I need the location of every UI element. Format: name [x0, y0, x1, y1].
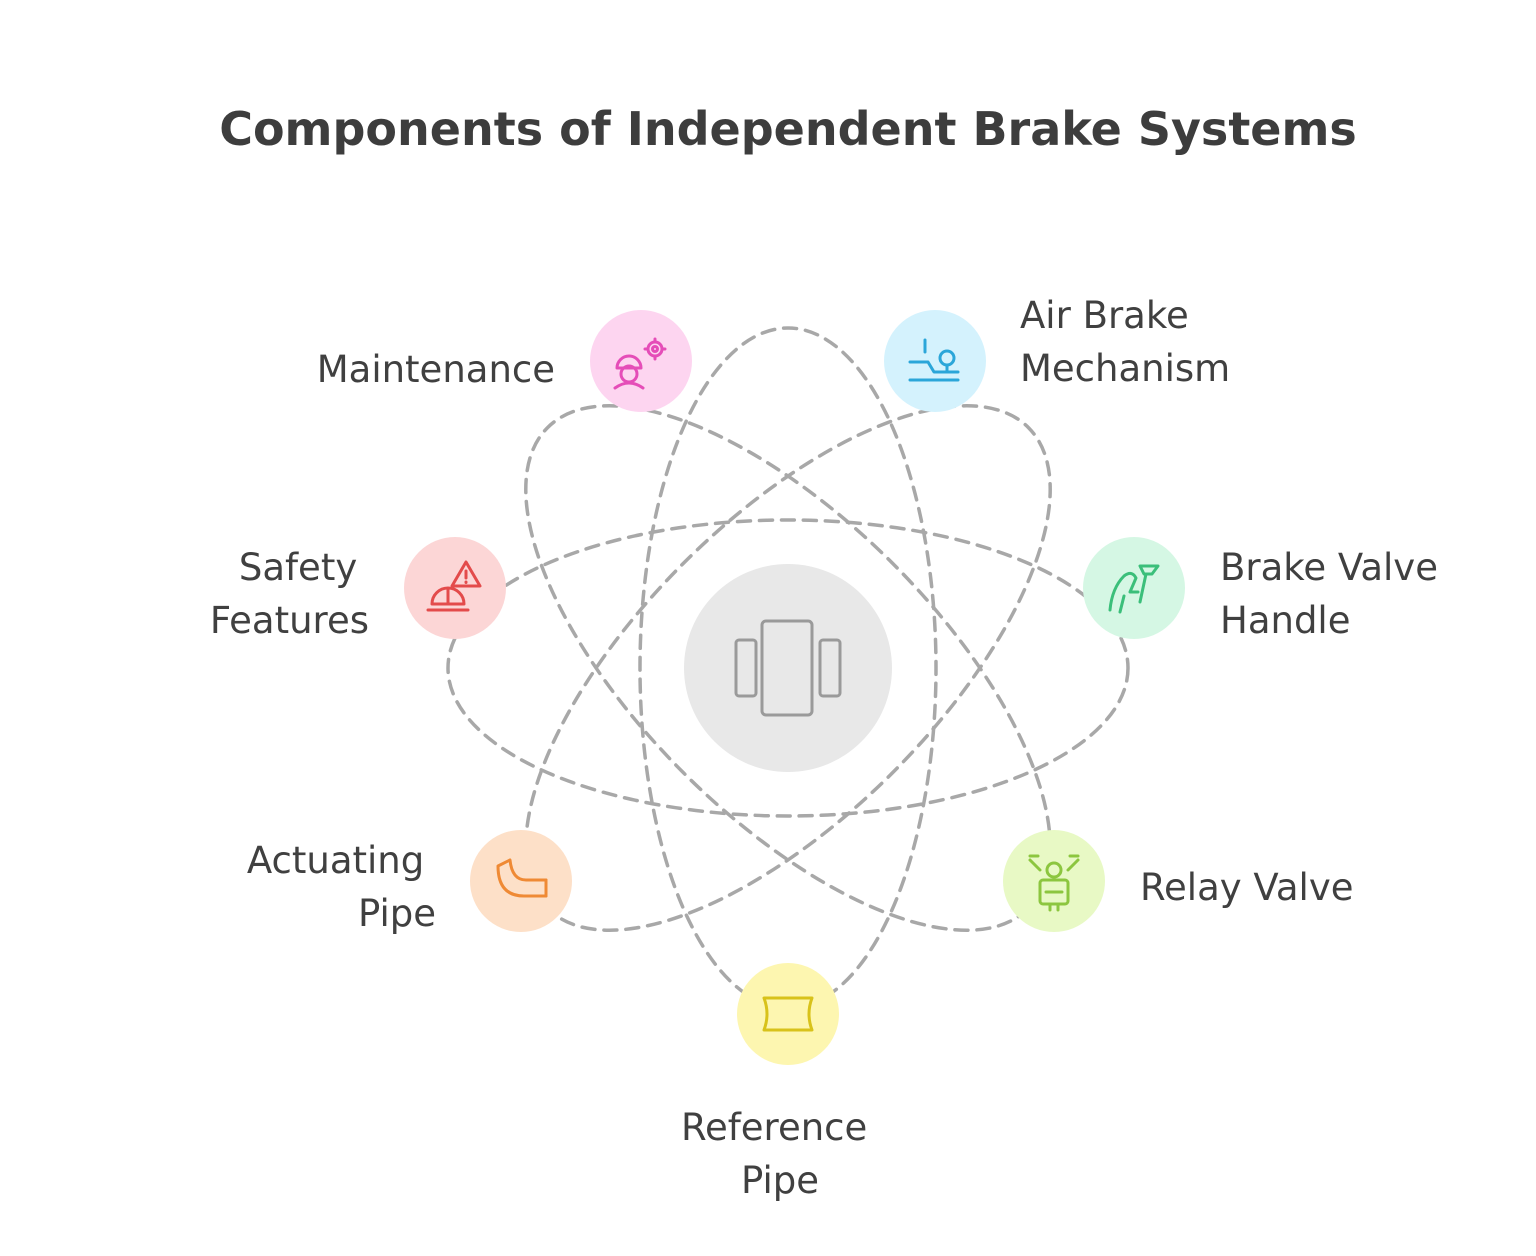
component-relay-valve: Relay Valve — [1003, 830, 1353, 932]
component-reference-pipe: Reference Pipe — [681, 963, 879, 1202]
label-line: Features — [210, 599, 369, 642]
pipe-section-icon — [762, 996, 814, 1032]
hand-handle-icon — [1108, 564, 1160, 614]
component-air-brake-mechanism: Air Brake Mechanism — [884, 294, 1230, 412]
component-brake-valve-handle: Brake Valve Handle — [1083, 537, 1450, 642]
label-line: Maintenance — [317, 348, 555, 391]
svg-text:Brake Valve Handle: Brake Valve Handle — [1220, 546, 1450, 642]
svg-text:Maintenance: Maintenance — [317, 348, 555, 391]
center-node — [684, 564, 892, 772]
label-line: Pipe — [741, 1159, 819, 1202]
component-actuating-pipe: Actuating Pipe — [247, 830, 572, 935]
component-maintenance: Maintenance — [317, 310, 692, 412]
component-safety-features: Safety Features — [210, 537, 506, 642]
elbow-pipe-icon — [496, 858, 548, 898]
svg-text:Safety Features: Safety Features — [210, 546, 369, 642]
label-line: Air Brake — [1020, 294, 1189, 337]
label-line: Handle — [1220, 599, 1350, 642]
svg-text:Relay Valve: Relay Valve — [1140, 866, 1353, 909]
label-line: Reference — [681, 1106, 867, 1149]
orbit-ellipse — [446, 518, 1130, 818]
svg-text:Air Brake Mechanism: Air Brake Mechanism — [1020, 294, 1230, 390]
warning-helmet-icon — [426, 560, 482, 612]
worker-gear-icon — [613, 337, 667, 390]
label-line: Safety — [239, 546, 357, 589]
svg-text:Actuating Pipe: Actuating Pipe — [247, 839, 436, 935]
lever-mechanism-icon — [908, 338, 960, 382]
page-title: Components of Independent Brake Systems — [219, 102, 1357, 156]
valve-engine-icon — [1028, 854, 1080, 912]
center-circle — [684, 564, 892, 772]
label-line: Mechanism — [1020, 347, 1230, 390]
brake-pads-icon — [734, 619, 842, 717]
svg-text:Reference Pipe: Reference Pipe — [681, 1106, 879, 1202]
label-line: Brake Valve — [1220, 546, 1438, 589]
label-line: Actuating — [247, 839, 424, 882]
label-line: Relay Valve — [1140, 866, 1353, 909]
label-line: Pipe — [358, 892, 436, 935]
